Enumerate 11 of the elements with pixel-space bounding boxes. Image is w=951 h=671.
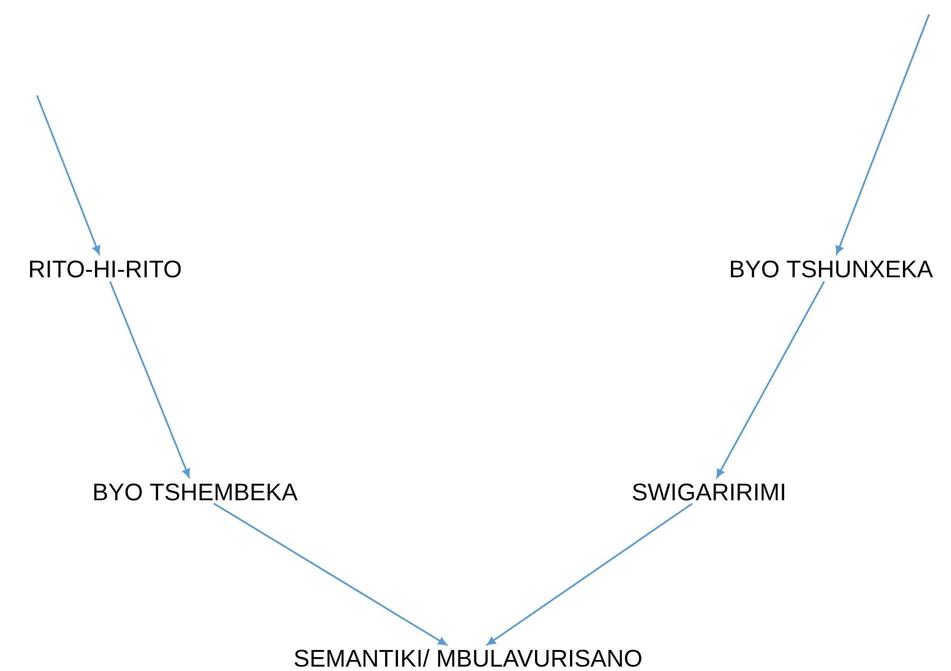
term-label: BYO TSHUNXEKA — [730, 260, 933, 278]
term-label: SEMANTIKI/ MBULAVURISANO — [294, 649, 642, 667]
term-label: BYO TSHEMBEKA — [94, 483, 298, 500]
arrow — [486, 502, 693, 646]
term-label: RITO-HI-RITO — [30, 260, 181, 278]
arrow — [109, 281, 190, 478]
term-label: SWIGARIRIMI — [632, 483, 784, 500]
arrow — [36, 95, 100, 254]
arrow — [836, 14, 930, 254]
arrow — [716, 281, 825, 478]
arrow — [213, 502, 447, 646]
